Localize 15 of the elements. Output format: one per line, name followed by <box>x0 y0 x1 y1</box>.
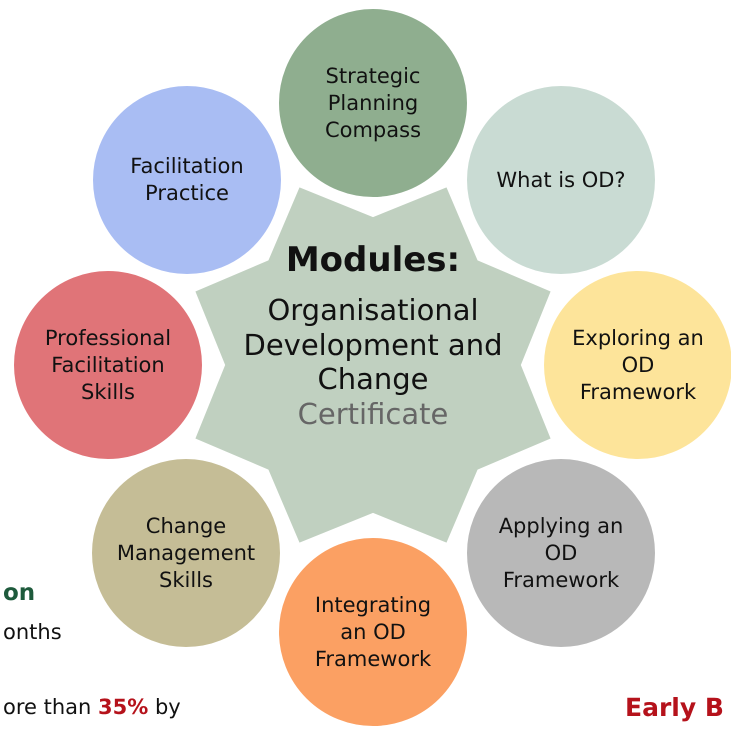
heading: Modules: <box>284 240 462 281</box>
subtitle: Certificate <box>296 397 450 432</box>
module-title: Facilitation Practice <box>129 153 245 207</box>
text-fragment: onths <box>3 620 62 644</box>
text-fragment: ore than 35% by <box>3 695 181 719</box>
module-title: Exploring an OD Framework <box>571 324 705 406</box>
heading-fragment: Early B <box>625 693 724 722</box>
module-title: What is OD? <box>495 166 627 194</box>
module-title: Professional Facilitation Skills <box>44 324 172 406</box>
module-title: Change Management Skills <box>116 512 256 594</box>
module-title: Applying an OD Framework <box>498 512 624 594</box>
module-title: Integrating an OD Framework <box>314 592 432 672</box>
certificate-title: Organisational Development and Change <box>242 292 504 398</box>
module-title: Strategic Planning Compass <box>324 62 422 144</box>
heading-fragment: on <box>3 580 36 606</box>
